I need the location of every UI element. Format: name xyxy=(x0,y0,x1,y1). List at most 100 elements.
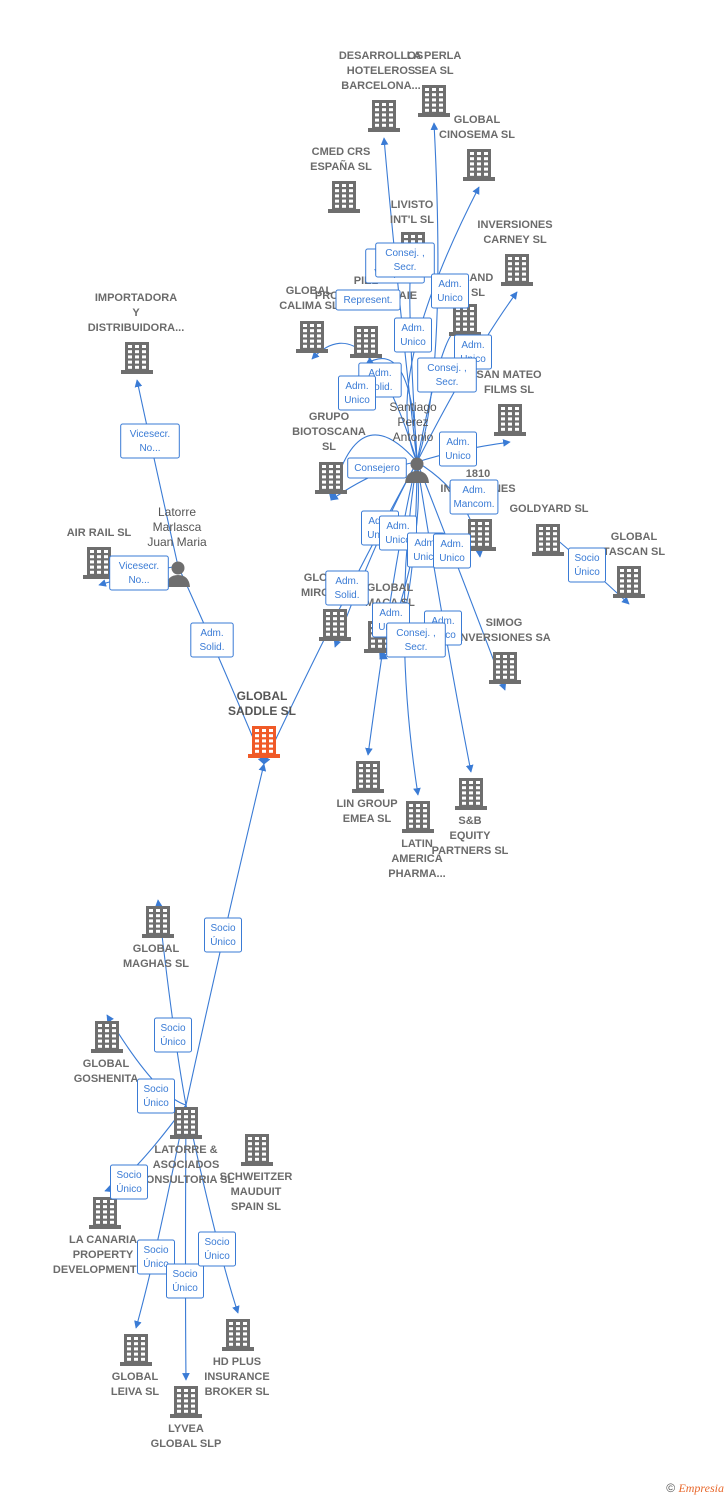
building-window xyxy=(462,796,466,800)
building-window xyxy=(423,814,427,818)
relation-label[interactable]: Represent. xyxy=(335,289,401,311)
relation-label[interactable]: Adm.Unico xyxy=(433,533,471,569)
building-window xyxy=(515,272,519,276)
node-latinamerica[interactable]: LATINAMERICAPHARMA... xyxy=(388,801,446,880)
relation-label[interactable]: Adm.Unico xyxy=(394,317,432,353)
building-window xyxy=(357,349,361,353)
relation-label-text: Secr. xyxy=(436,377,459,388)
node-label: Antonio xyxy=(393,430,434,444)
building-window xyxy=(349,199,353,203)
node-importadora[interactable]: IMPORTADORAYDISTRIBUIDORA... xyxy=(88,292,185,374)
relation-label[interactable]: Adm.Mancom. xyxy=(449,479,499,515)
building-window xyxy=(90,560,94,564)
building-window xyxy=(128,355,132,359)
building-window xyxy=(470,152,474,155)
building-window xyxy=(342,189,346,193)
brand-name[interactable]: Empresia xyxy=(678,1481,724,1495)
building-window xyxy=(425,108,429,112)
relation-label[interactable]: Adm.Unico xyxy=(431,273,469,309)
building-window xyxy=(508,272,512,276)
building-window xyxy=(463,317,467,321)
building-window xyxy=(382,123,386,127)
building-window xyxy=(142,360,146,364)
node-label: SAN MATEO xyxy=(476,369,542,381)
building-window xyxy=(135,350,139,354)
building-window xyxy=(310,344,314,348)
relation-label[interactable]: Consejero xyxy=(347,457,407,479)
node-label: CALIMA SL xyxy=(279,300,339,312)
building-window xyxy=(184,1409,188,1413)
relation-label[interactable]: Adm.Solid. xyxy=(190,622,234,658)
building-window xyxy=(416,809,420,813)
building-window xyxy=(105,1044,109,1048)
node-label: MAGHAS SL xyxy=(123,958,189,970)
building-window xyxy=(470,157,474,161)
building-window xyxy=(462,781,466,784)
building-window xyxy=(191,1115,195,1119)
building-window xyxy=(262,1157,266,1161)
building-window xyxy=(477,157,481,161)
building-window xyxy=(620,569,624,572)
building-icon-base xyxy=(83,575,115,579)
building-window xyxy=(134,1357,138,1361)
relation-label[interactable]: Vicesecr.No... xyxy=(120,423,180,459)
node-label: HD PLUS xyxy=(213,1356,261,1368)
relation-label[interactable]: Adm.Unico xyxy=(338,375,376,411)
building-window xyxy=(515,412,519,416)
building-window xyxy=(135,360,139,364)
node-airrail[interactable]: AIR RAIL SL xyxy=(67,527,132,579)
building-window xyxy=(485,537,489,541)
building-window xyxy=(463,322,467,326)
building-window xyxy=(177,1399,181,1403)
relation-label[interactable]: Consej. ,Secr. xyxy=(386,622,446,658)
building-icon xyxy=(142,906,174,938)
building-window xyxy=(96,1215,100,1219)
relation-label[interactable]: Consej. ,Secr. xyxy=(375,242,435,278)
relation-label[interactable]: Vicesecr.No... xyxy=(109,555,169,591)
relation-label-text: Adm. xyxy=(462,485,485,496)
node-goldyard[interactable]: GOLDYARD SL xyxy=(509,503,589,556)
relation-label[interactable]: Consej. ,Secr. xyxy=(417,357,477,393)
building-window xyxy=(191,1125,195,1129)
building-window xyxy=(357,339,361,343)
relation-label-box xyxy=(375,242,435,278)
relation-label[interactable]: Adm.Solid. xyxy=(325,570,369,606)
edges-layer xyxy=(98,122,630,1381)
node-lacanaria[interactable]: LA CANARIAPROPERTYDEVELOPMENTS... xyxy=(53,1197,153,1276)
relation-label[interactable]: Adm.Unico xyxy=(439,431,477,467)
building-window xyxy=(546,532,550,536)
node-desarrollos[interactable]: DESARROLLOSHOTELEROSBARCELONA... xyxy=(339,50,423,132)
building-window xyxy=(184,1125,188,1129)
relation-label-text: Socio xyxy=(160,1023,185,1034)
